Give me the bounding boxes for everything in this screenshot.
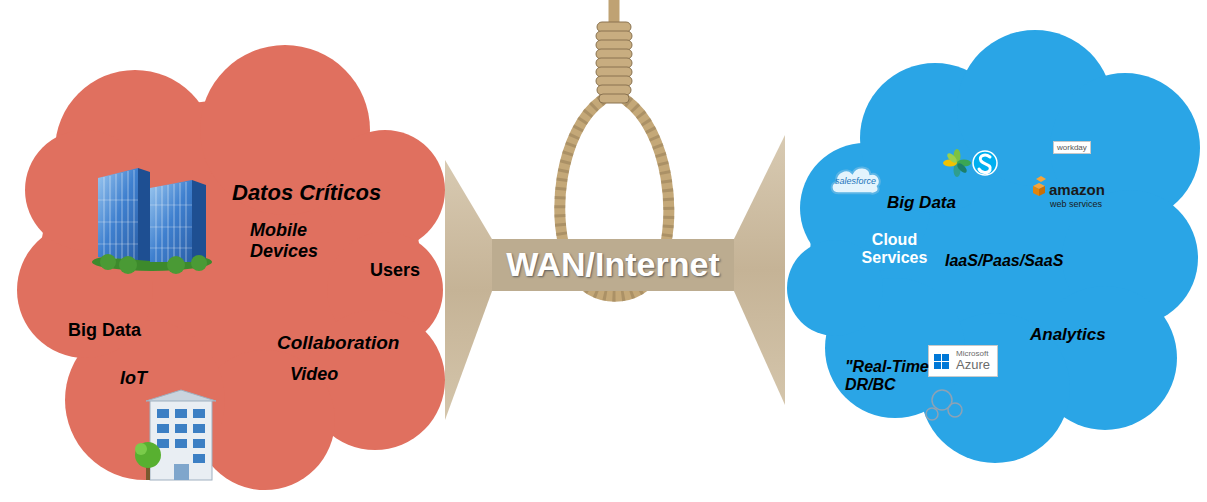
node-text: Cloud Services (847, 231, 942, 268)
node-text: Big Data (887, 193, 956, 213)
funnel-connector (445, 160, 492, 420)
logo-tagline: web services (1050, 199, 1102, 209)
node-text: Big Data (68, 320, 141, 341)
cloud-lobe (25, 130, 145, 250)
network-label: WAN/Internet (506, 245, 719, 284)
node-text: Azure (956, 358, 990, 373)
salesforce-logo: salesforce (829, 165, 882, 195)
node-text: IoT (120, 368, 147, 389)
logo-wordmark: workday (1053, 141, 1091, 154)
client-cloud: Datos CríticosMobile DevicesUsersBig Dat… (15, 40, 445, 480)
logo-wordmark: amazon (1049, 181, 1105, 198)
node-text: Mobile Devices (250, 220, 345, 261)
wan-band: WAN/Internet (492, 239, 733, 290)
node-text: Video (290, 364, 338, 385)
node-text: Collaboration (277, 332, 399, 354)
logo-cloud-shape (832, 168, 880, 194)
skype-icon (973, 151, 997, 175)
azure-logo: MicrosoftAzure (928, 345, 998, 377)
cloud-services-cloud: Big DataCloud ServicesIaaS/Paas/SaaS Anal… (785, 28, 1203, 473)
node-text: Datos Críticos (232, 180, 381, 205)
node-text: IaaS/Paas/SaaS (945, 252, 1063, 270)
node-text: Microsoft (956, 349, 990, 358)
node-text: "Real-Time DR/BC (845, 358, 945, 395)
logo-box-shape (929, 346, 998, 377)
node-text: Analytics (1030, 325, 1106, 345)
node-text: salesforce (835, 176, 876, 186)
node-text: Users (370, 260, 420, 281)
cloud-outline (785, 28, 1203, 473)
funnel-connector (734, 135, 785, 405)
